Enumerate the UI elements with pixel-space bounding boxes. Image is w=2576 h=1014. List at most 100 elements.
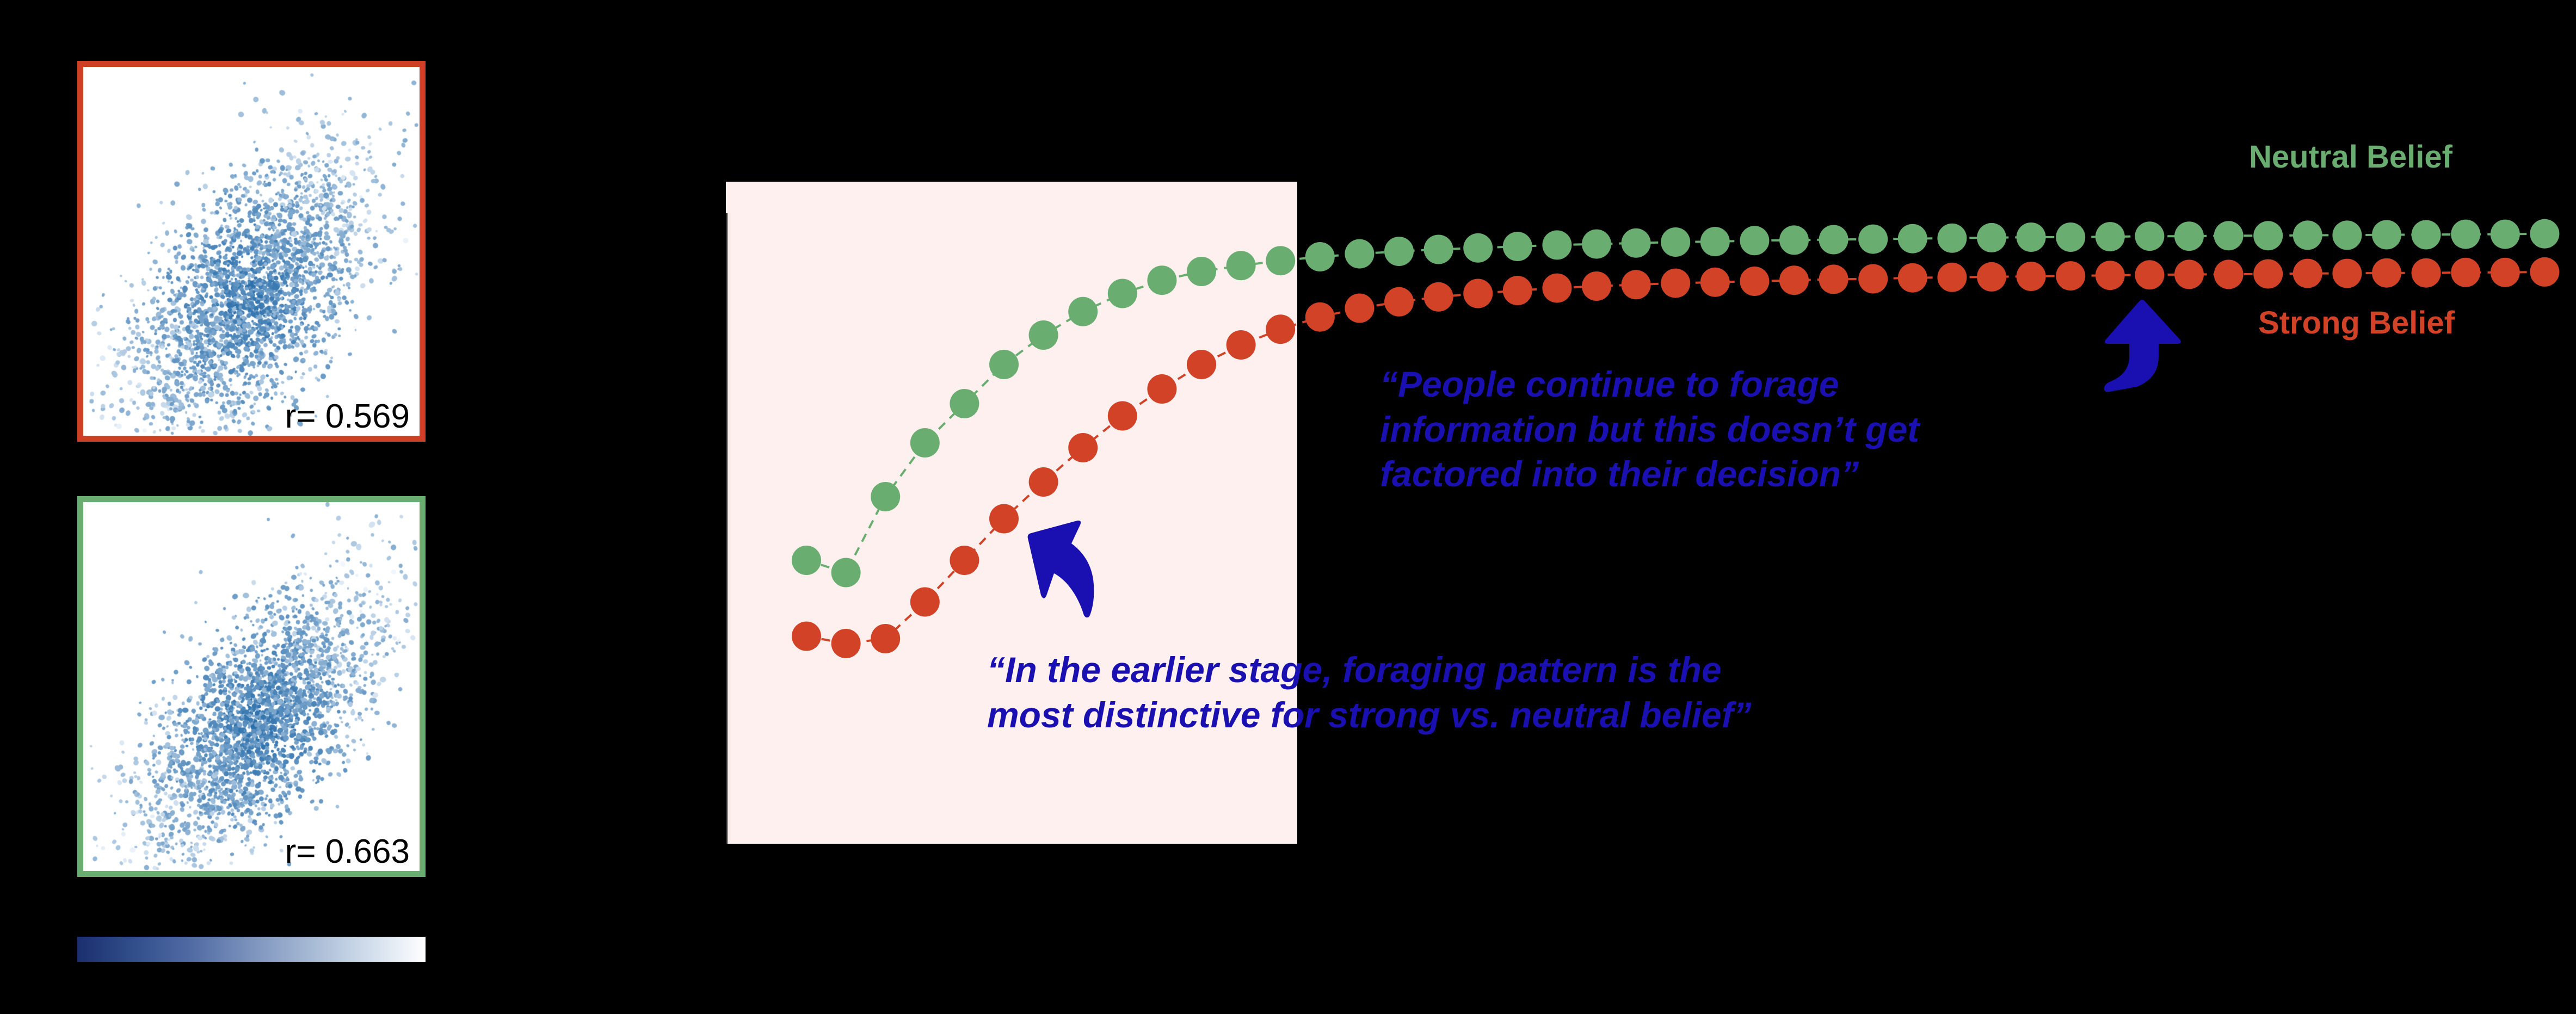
scatter-plot-neutral xyxy=(83,502,420,871)
data-point-marker xyxy=(1305,302,1335,332)
data-point-marker xyxy=(989,504,1019,534)
data-point-marker xyxy=(871,482,901,511)
data-point-marker xyxy=(831,558,861,588)
data-point-marker xyxy=(1068,433,1098,462)
data-point-marker xyxy=(1028,320,1058,350)
data-point-marker xyxy=(2056,261,2086,291)
annotation-bottom-text: “In the earlier stage, foraging pattern … xyxy=(987,650,1752,735)
data-point-marker xyxy=(1107,401,1137,431)
curved-arrow-up-left-icon xyxy=(1027,520,1094,617)
data-point-marker xyxy=(2372,258,2401,288)
data-point-marker xyxy=(1582,271,1611,301)
curved-arrow-up-icon xyxy=(2104,300,2181,392)
data-point-marker xyxy=(1384,287,1414,317)
data-point-marker xyxy=(2530,257,2560,287)
data-point-marker xyxy=(1858,264,1888,294)
correlation-label-strong: r= 0.569 xyxy=(285,398,410,435)
data-point-marker xyxy=(2056,222,2086,252)
data-point-marker xyxy=(1858,224,1888,254)
data-point-marker xyxy=(1819,264,1848,294)
data-point-marker xyxy=(871,624,901,653)
data-point-marker xyxy=(2135,260,2165,290)
data-point-marker xyxy=(1068,296,1098,326)
data-point-marker xyxy=(792,546,821,575)
data-point-marker xyxy=(831,629,861,658)
data-point-marker xyxy=(1107,279,1137,308)
data-point-marker xyxy=(1187,257,1216,286)
data-point-marker xyxy=(2490,219,2520,249)
chart-y-axis-line xyxy=(726,213,728,844)
data-point-marker xyxy=(2174,221,2204,251)
series-connector-line xyxy=(806,270,2545,645)
correlation-label-neutral: r= 0.663 xyxy=(285,833,410,870)
data-point-marker xyxy=(1621,228,1651,258)
data-point-marker xyxy=(2292,258,2322,288)
scatter-plot-strong xyxy=(83,67,420,436)
data-point-marker xyxy=(2214,259,2244,289)
data-point-marker xyxy=(2372,220,2401,250)
data-point-marker xyxy=(910,587,940,617)
data-point-marker xyxy=(2253,221,2283,251)
data-point-marker xyxy=(1463,279,1493,308)
data-point-marker xyxy=(1542,273,1572,303)
data-point-marker xyxy=(2332,220,2362,250)
data-point-marker xyxy=(2174,259,2204,289)
density-colorbar xyxy=(77,937,426,962)
data-point-marker xyxy=(2214,221,2244,251)
data-point-marker xyxy=(1779,225,1809,255)
data-point-marker xyxy=(2332,258,2362,288)
scatter-card-neutral: r= 0.663 xyxy=(77,496,426,877)
scatter-panel-group: r= 0.569 r= 0.663 xyxy=(77,61,426,986)
data-point-marker xyxy=(989,350,1019,379)
data-point-marker xyxy=(1266,314,1296,344)
data-point-marker xyxy=(950,389,979,418)
data-point-marker xyxy=(1226,251,1256,281)
data-point-marker xyxy=(2016,222,2046,252)
data-point-marker xyxy=(1384,237,1414,267)
data-point-marker xyxy=(1226,330,1256,360)
data-point-marker xyxy=(1028,467,1058,497)
data-point-marker xyxy=(1740,267,1770,296)
data-point-marker xyxy=(1661,227,1691,257)
data-point-marker xyxy=(1463,233,1493,263)
data-point-marker xyxy=(2253,259,2283,289)
data-point-marker xyxy=(1977,262,2006,292)
data-point-marker xyxy=(950,546,979,575)
data-point-marker xyxy=(1345,293,1375,323)
series-neutral-belief xyxy=(792,219,2560,588)
data-point-marker xyxy=(1502,276,1532,306)
data-point-marker xyxy=(1700,267,1730,297)
data-point-marker xyxy=(2411,258,2441,288)
data-point-marker xyxy=(1700,227,1730,257)
data-point-marker xyxy=(1305,242,1335,271)
data-point-marker xyxy=(1187,350,1216,379)
data-point-marker xyxy=(1819,225,1848,255)
data-point-marker xyxy=(1937,262,1967,292)
data-point-marker xyxy=(1502,232,1532,262)
data-point-marker xyxy=(910,428,940,457)
data-point-marker xyxy=(2016,262,2046,291)
scatter-card-strong: r= 0.569 xyxy=(77,61,426,442)
data-point-marker xyxy=(1977,222,2006,252)
data-point-marker xyxy=(2095,222,2125,252)
data-point-marker xyxy=(1147,374,1177,404)
data-point-marker xyxy=(1897,263,1927,293)
data-point-marker xyxy=(1345,239,1375,269)
data-point-marker xyxy=(1937,223,1967,253)
data-point-marker xyxy=(1621,270,1651,300)
data-point-marker xyxy=(2095,261,2125,290)
annotation-top-text: “People continue to forage information b… xyxy=(1380,364,1920,494)
data-point-marker xyxy=(2411,220,2441,250)
data-point-marker xyxy=(1423,282,1453,312)
data-point-marker xyxy=(2490,257,2520,287)
data-point-marker xyxy=(1542,230,1572,260)
data-point-marker xyxy=(1423,234,1453,264)
data-point-marker xyxy=(1147,265,1177,295)
series-label-strong: Strong Belief xyxy=(2258,305,2455,341)
series-strong-belief xyxy=(792,257,2560,658)
data-point-marker xyxy=(1661,268,1691,298)
data-point-marker xyxy=(1582,229,1611,259)
data-point-marker xyxy=(1897,224,1927,253)
